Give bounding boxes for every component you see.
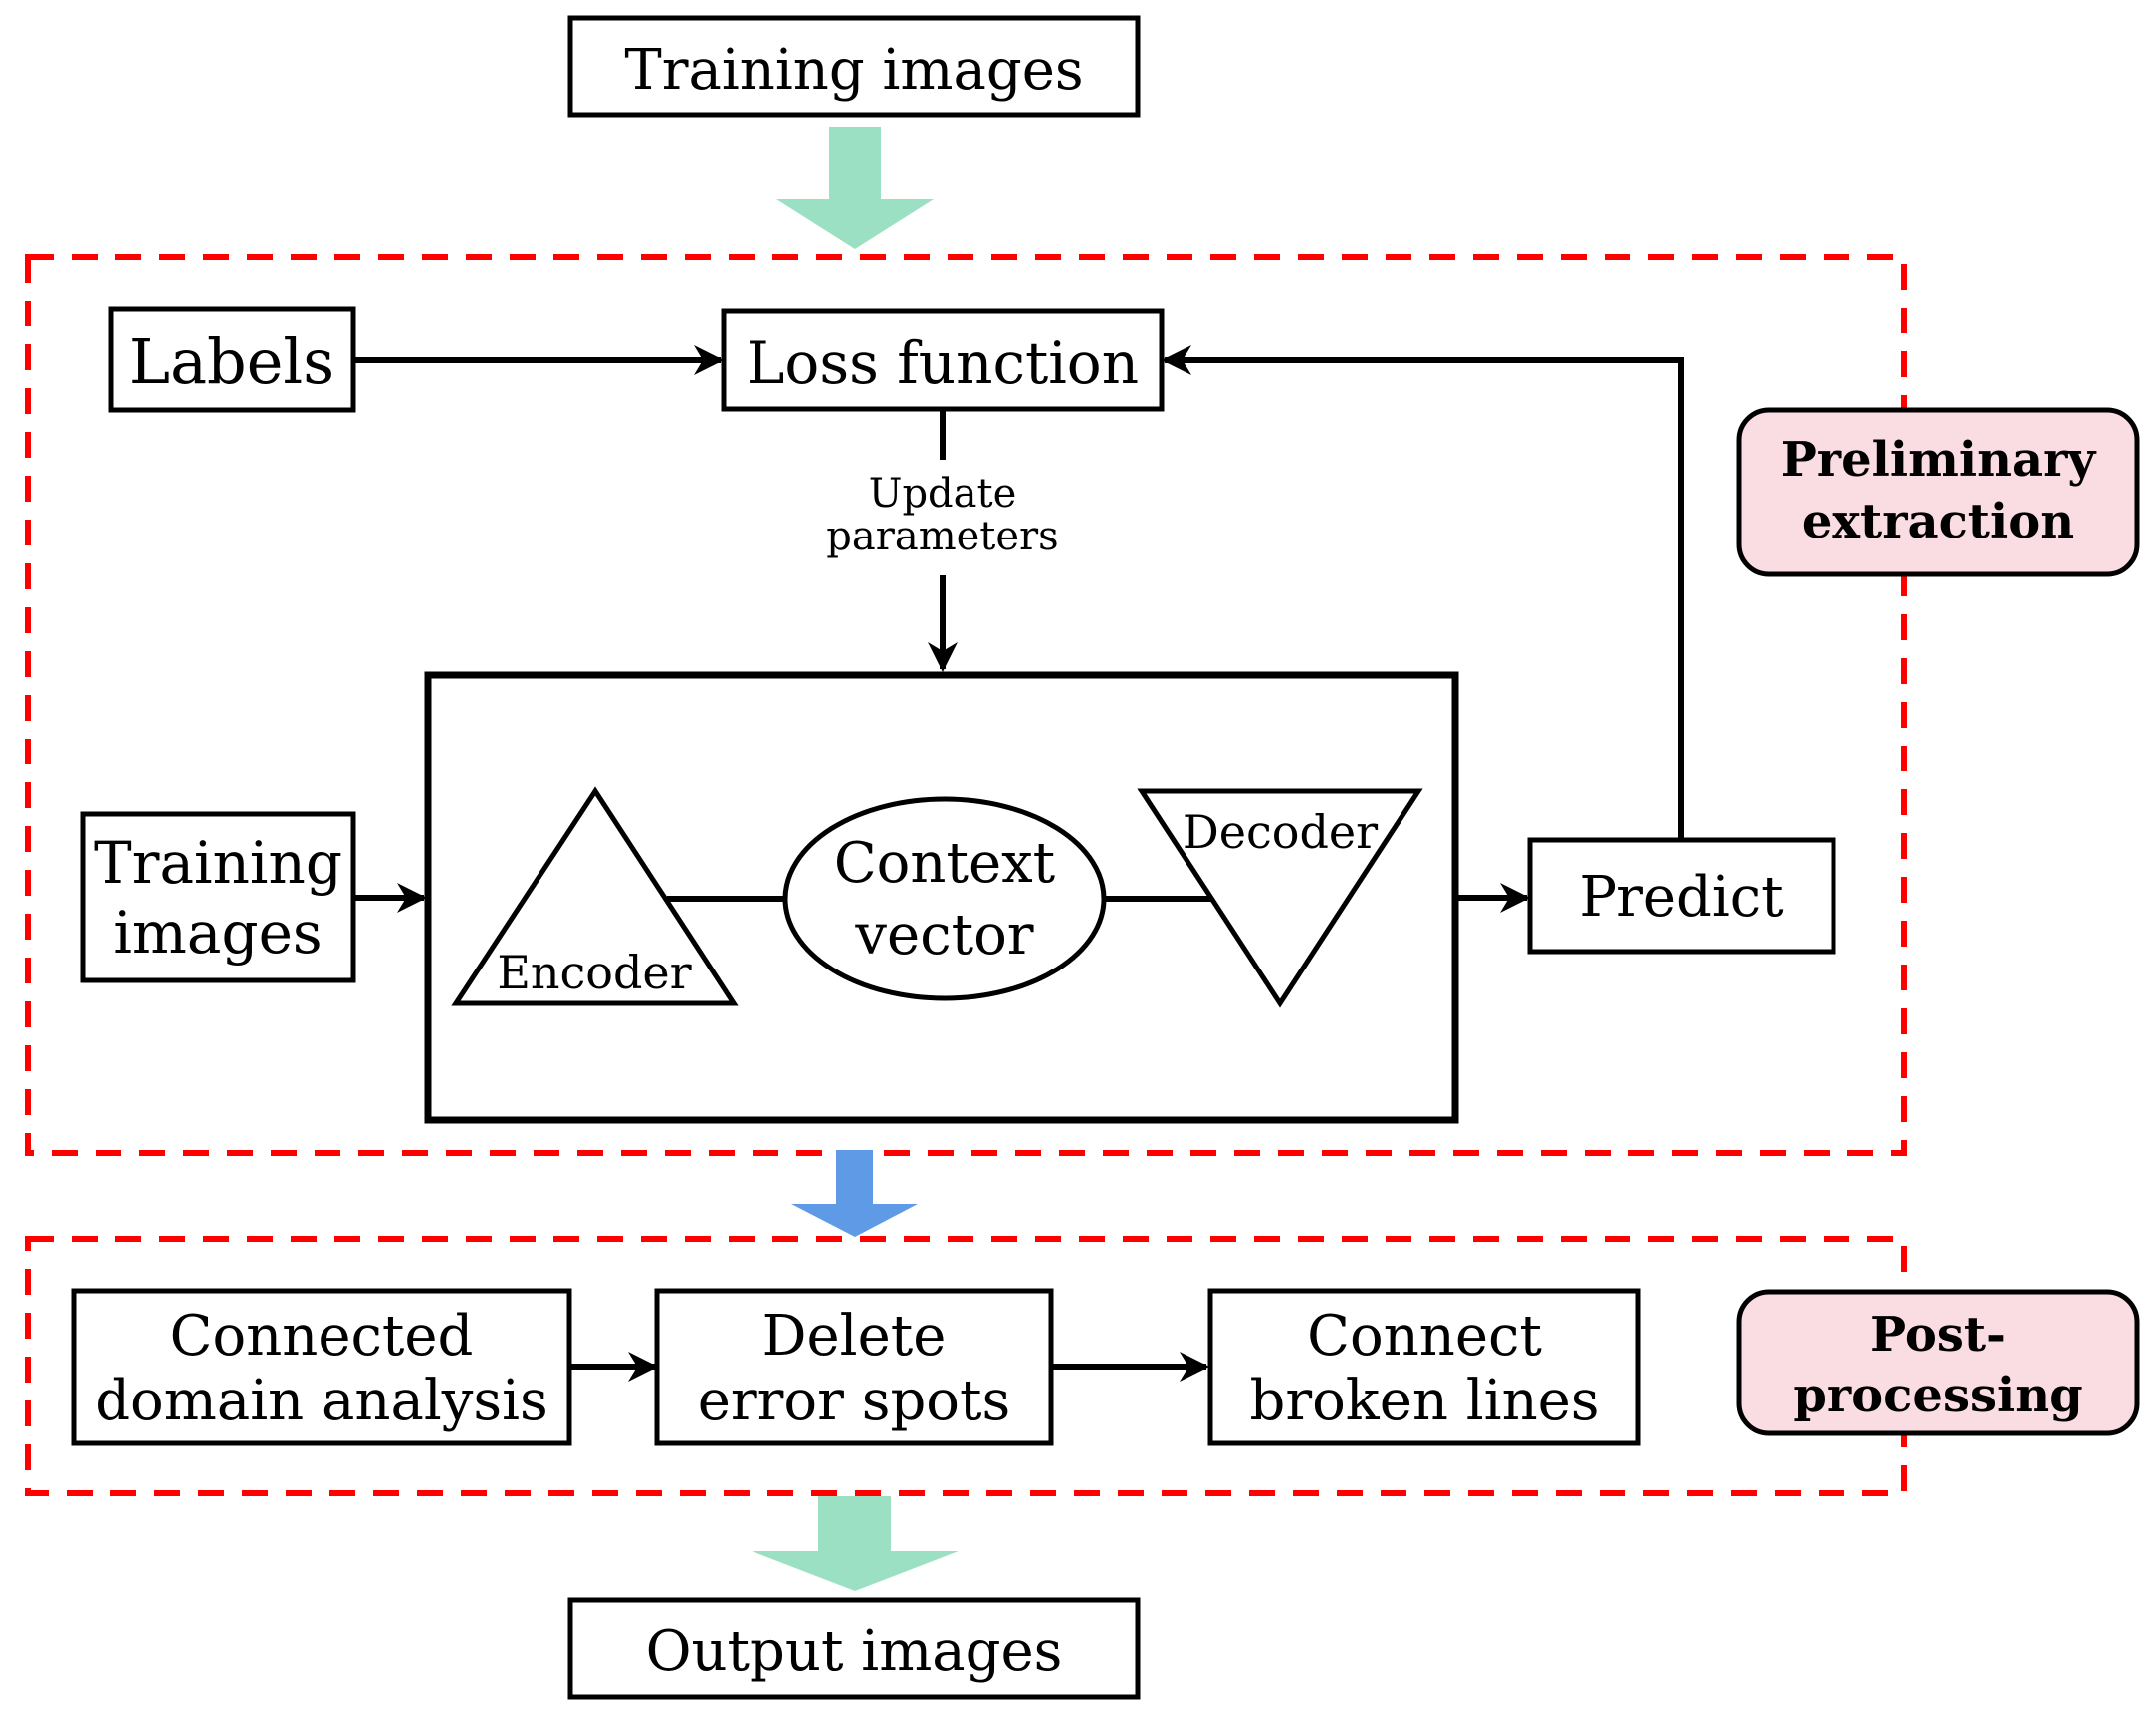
loss-function-node: Loss function — [721, 308, 1165, 412]
preliminary-extraction-region — [25, 254, 1907, 1156]
delete-error-line2: error spots — [698, 1369, 1011, 1433]
decoder-shape: Decoder — [1137, 788, 1423, 1008]
connect-broken-lines-node: Connect broken lines — [1207, 1288, 1641, 1446]
decoder-label: Decoder — [1183, 805, 1378, 859]
labels-label: Labels — [129, 325, 334, 398]
delete-error-spots-node: Delete error spots — [654, 1288, 1054, 1446]
training-images-left-line2: images — [113, 899, 322, 967]
training-images-top-node: Training images — [567, 15, 1141, 118]
update-parameters-line1: Update — [869, 471, 1017, 517]
predict-label: Predict — [1579, 865, 1784, 930]
input-flow-arrow — [776, 127, 934, 249]
preliminary-extraction-tag: Preliminary extraction — [1736, 407, 2140, 577]
connect-broken-line2: broken lines — [1249, 1369, 1599, 1433]
predict-node: Predict — [1527, 837, 1836, 955]
post-processing-line1: Post- — [1870, 1307, 2006, 1363]
training-images-left-node: Training images — [80, 811, 356, 983]
context-vector-line2: vector — [854, 903, 1033, 968]
connected-domain-line2: domain analysis — [95, 1369, 548, 1433]
training-images-left-line1: Training — [94, 829, 342, 897]
delete-error-line1: Delete — [762, 1304, 947, 1369]
connected-domain-line1: Connected — [170, 1304, 474, 1369]
encoder-label: Encoder — [497, 946, 691, 999]
context-vector-line1: Context — [834, 831, 1056, 896]
loss-function-label: Loss function — [747, 329, 1139, 397]
post-processing-line2: processing — [1793, 1368, 2082, 1423]
connected-domain-analysis-node: Connected domain analysis — [71, 1288, 572, 1446]
post-processing-tag: Post- processing — [1736, 1289, 2140, 1436]
encoder-shape: Encoder — [451, 786, 739, 1006]
output-images-label: Output images — [646, 1619, 1063, 1684]
training-images-top-label: Training images — [624, 38, 1083, 103]
stage-transition-arrow — [791, 1150, 918, 1237]
labels-node: Labels — [108, 306, 356, 413]
connect-broken-line1: Connect — [1307, 1304, 1542, 1369]
post-processing-region — [25, 1236, 1907, 1496]
output-flow-arrow — [752, 1496, 959, 1591]
update-parameters-line2: parameters — [826, 514, 1058, 559]
preliminary-extraction-line1: Preliminary — [1781, 432, 2098, 488]
context-vector-shape: Context vector — [782, 796, 1107, 1001]
output-images-node: Output images — [567, 1597, 1141, 1700]
preliminary-extraction-line2: extraction — [1802, 494, 2074, 549]
predict-to-loss-feedback-arrow — [1162, 345, 1684, 838]
